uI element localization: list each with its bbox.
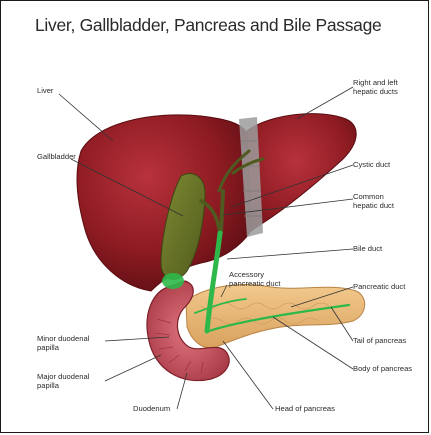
label-major-duodenal-papilla: Major duodenal papilla: [37, 373, 89, 390]
label-body-of-pancreas: Body of pancreas: [353, 365, 412, 374]
label-liver: Liver: [37, 87, 53, 96]
label-common-hepatic-duct: Common hepatic duct: [353, 193, 394, 210]
label-accessory-pancreatic-duct: Accessory pancreatic duct: [229, 271, 281, 288]
label-duodenum: Duodenum: [133, 405, 170, 414]
label-tail-of-pancreas: Tail of pancreas: [353, 337, 406, 346]
label-minor-duodenal-papilla: Minor duodenal papilla: [37, 335, 89, 352]
label-gallbladder: Gallbladder: [37, 153, 76, 162]
label-right-left-hepatic-ducts: Right and left hepatic ducts: [353, 79, 398, 96]
green-bulb: [162, 273, 184, 289]
liver-left-lobe: [247, 114, 356, 231]
label-head-of-pancreas: Head of pancreas: [275, 405, 335, 414]
label-cystic-duct: Cystic duct: [353, 161, 390, 170]
label-bile-duct: Bile duct: [353, 245, 382, 254]
label-pancreatic-duct: Pancreatic duct: [353, 283, 405, 292]
common-hepatic-duct: [221, 191, 223, 233]
